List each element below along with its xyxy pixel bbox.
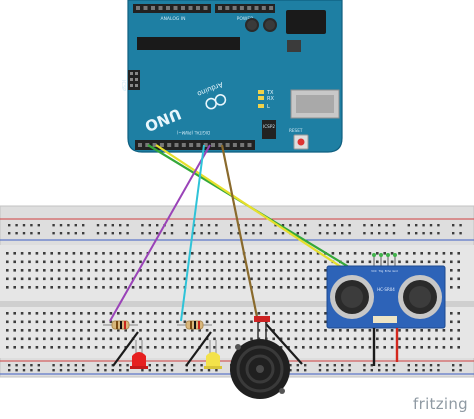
usb-chip — [262, 120, 276, 130]
wire-black-buzzer-gnd — [265, 323, 303, 365]
icsp-header — [128, 70, 140, 90]
microcontroller-chip — [137, 37, 240, 50]
voltage-regulator — [287, 40, 301, 52]
header-digital — [135, 140, 255, 150]
icsp-label: ICSP — [120, 80, 126, 91]
rx-led — [258, 96, 264, 100]
resistor-2 — [177, 320, 212, 330]
arduino-infinity-logo — [205, 94, 227, 110]
sensor-pin-label: Trig — [379, 269, 384, 273]
analog-header-label: ANALOG IN — [160, 16, 185, 22]
header-power — [215, 4, 275, 13]
top-rail-holes — [8, 224, 462, 235]
wire-black-yellow-led-gnd — [185, 331, 212, 367]
piezo-buzzer — [230, 316, 290, 399]
wire-brown-buzzer — [220, 144, 260, 323]
reset-label: RESET — [289, 128, 303, 133]
icsp2-label: ICSP2 — [263, 124, 275, 129]
header-analog — [133, 4, 211, 13]
red-led — [130, 340, 148, 369]
reset-button-cap[interactable] — [297, 138, 305, 146]
resistor-1 — [103, 320, 138, 330]
sensor-label: HC-SR04 — [377, 287, 395, 292]
terminal-holes — [6, 252, 460, 349]
rx-label: RX — [267, 96, 274, 102]
wire-purple-red-led — [109, 144, 211, 322]
digital-label: DIGITAL (PWM~) — [176, 130, 210, 135]
crystal — [373, 316, 397, 323]
wire-black-red-led-gnd — [112, 331, 139, 367]
tx-label: TX — [266, 90, 274, 96]
sensor-pin-label: Gnd — [392, 269, 398, 273]
sensor-pin-label: VCC — [371, 269, 377, 273]
l-led — [258, 104, 264, 108]
power-header-label: POWER — [237, 16, 254, 22]
arduino-uno-board: ANALOG IN POWER ICSP TX RX L ICSP2 — [120, 0, 343, 153]
yellow-led — [204, 340, 222, 369]
sensor-pin-label: Echo — [385, 269, 392, 273]
wire-cyan-yellow-led — [180, 144, 205, 322]
fritzing-watermark: fritzing — [413, 395, 468, 413]
center-channel — [0, 301, 474, 307]
icsp2-header — [262, 130, 276, 139]
tx-led — [258, 90, 264, 94]
l-label: L — [267, 104, 270, 110]
dc-power-jack — [286, 10, 326, 34]
